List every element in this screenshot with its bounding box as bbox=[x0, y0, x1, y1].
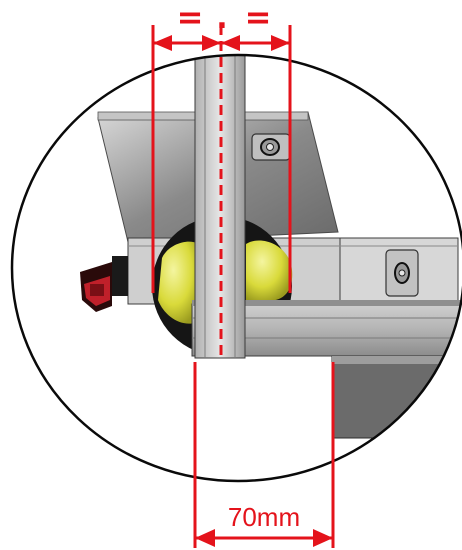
rail-top-edge bbox=[192, 300, 462, 306]
arrow-bottom-left bbox=[195, 529, 215, 547]
center-dot-label: . bbox=[216, 1, 227, 36]
red-latch bbox=[80, 256, 128, 312]
equal-label-left: = bbox=[177, 0, 204, 36]
arrow-top-right bbox=[271, 35, 290, 51]
housing-slot-screw-icon bbox=[385, 249, 419, 297]
lower-bracket bbox=[331, 355, 462, 439]
bracket-edge bbox=[332, 356, 462, 364]
arrow-top-left bbox=[153, 35, 172, 51]
dimension-label-70mm: 70mm bbox=[228, 502, 300, 532]
plate-slot-screw-icon bbox=[251, 133, 291, 161]
arrow-top-center-left bbox=[202, 35, 221, 51]
arrow-bottom-right bbox=[313, 529, 333, 547]
dimension-annotations bbox=[151, 25, 335, 548]
arrow-top-center-right bbox=[221, 35, 240, 51]
detail-circle-outline bbox=[10, 53, 462, 483]
equal-label-right: = bbox=[245, 0, 272, 36]
